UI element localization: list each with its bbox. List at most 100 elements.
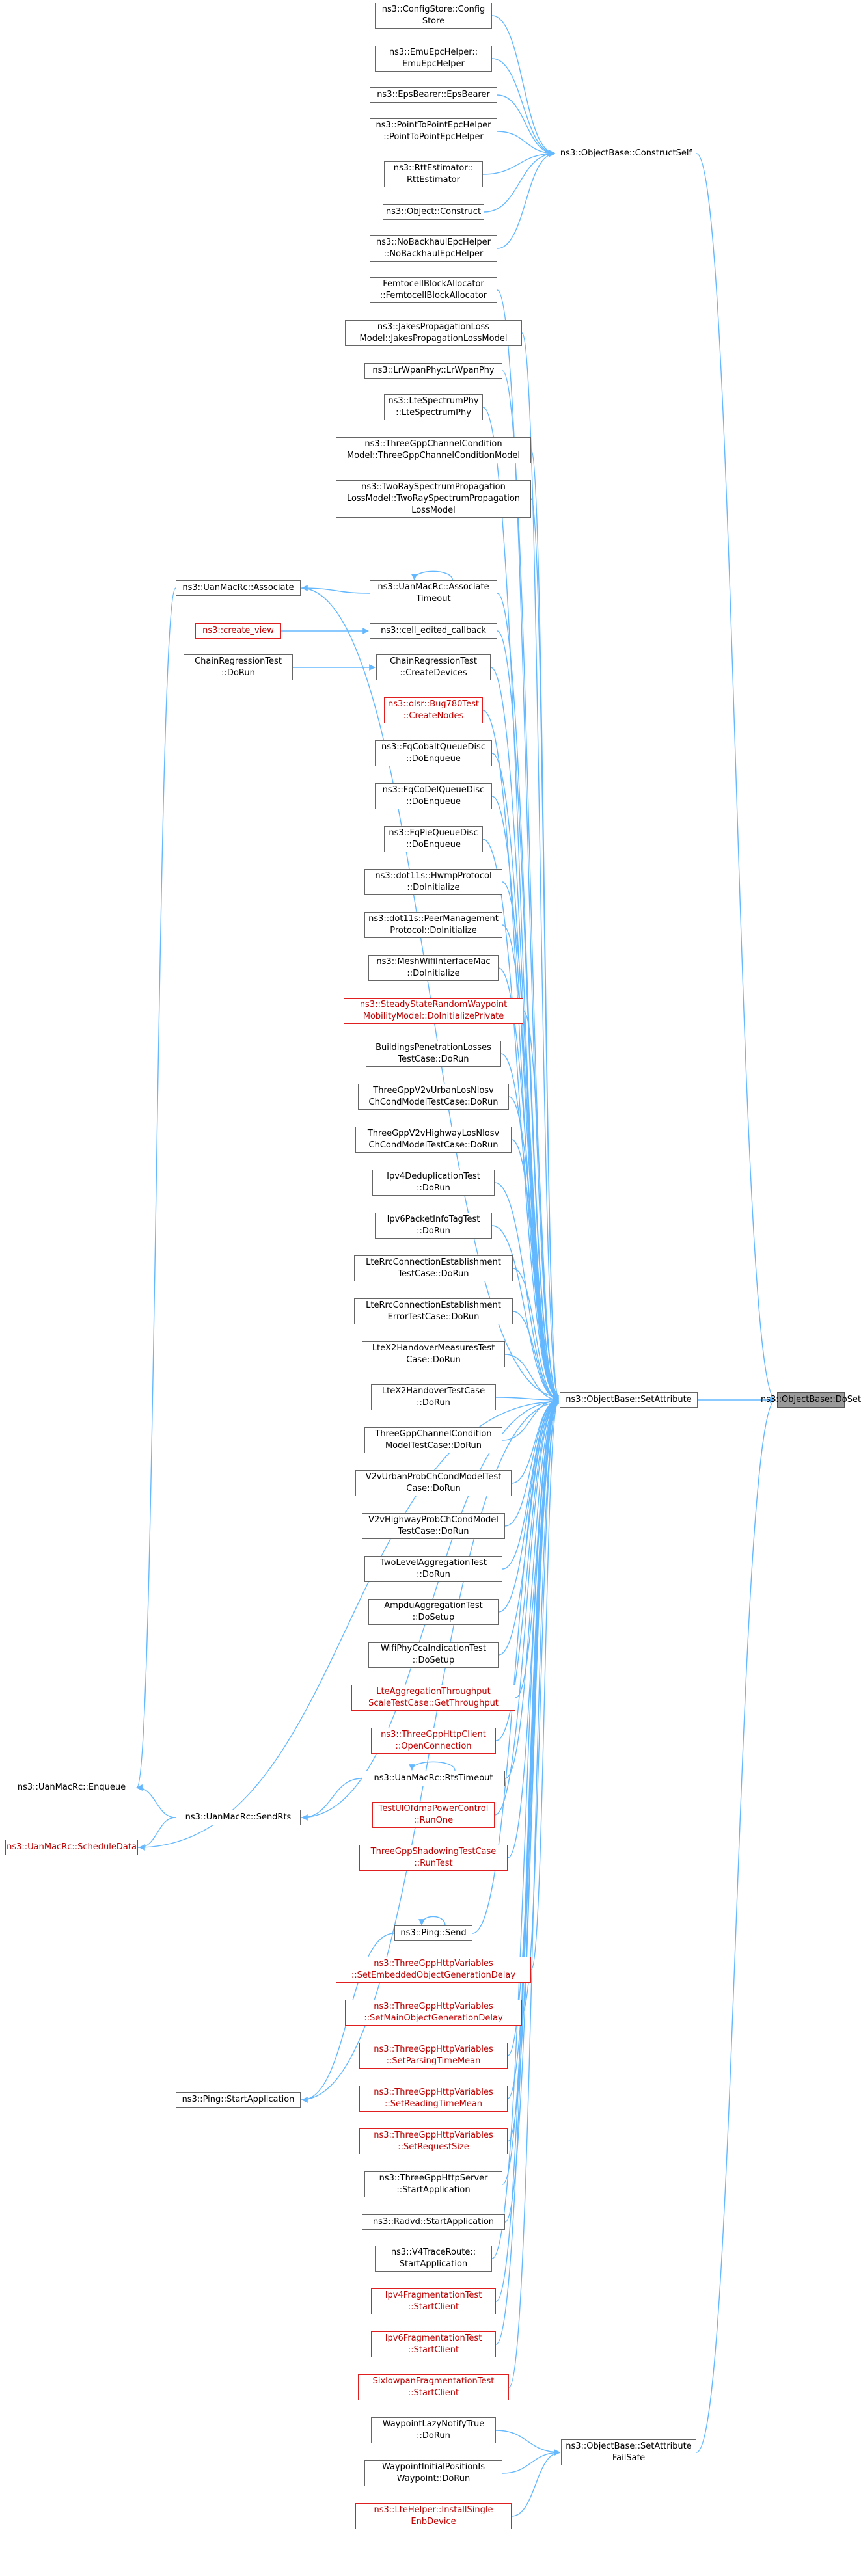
node-ampdu[interactable]: AmpduAggregationTest ::DoSetup [368,1599,499,1625]
node-lrwpan[interactable]: ns3::LrWpanPhy::LrWpanPhy [364,363,502,379]
node-epsbearer[interactable]: ns3::EpsBearer::EpsBearer [370,87,497,103]
node-httpmain[interactable]: ns3::ThreeGppHttpVariables ::SetMainObje… [345,2000,522,2026]
edge-setattrfs-to-doset [696,1397,776,2453]
node-pingstart[interactable]: ns3::Ping::StartApplication [176,2092,301,2108]
node-label: ns3::ThreeGppHttpServer ::StartApplicati… [379,2173,488,2195]
node-testul[interactable]: TestUlOfdmaPowerControl ::RunOne [372,1802,495,1828]
edge-peermgmt-to-setattr [502,924,559,1401]
node-waypointinit[interactable]: WaypointInitialPositionIs Waypoint::DoRu… [364,2460,502,2486]
edge-v4trace-to-setattr [491,1400,559,2259]
node-constructself[interactable]: ns3::ObjectBase::ConstructSelf [556,146,696,161]
node-lteaggr[interactable]: LteAggregationThroughput ScaleTestCase::… [351,1685,515,1711]
node-rtt[interactable]: ns3::RttEstimator:: RttEstimator [384,161,483,187]
node-label: ns3::MeshWifiInterfaceMac ::DoInitialize [376,957,491,978]
edge-rtstimeout-to-setattr [504,1398,559,1779]
node-fqcodel[interactable]: ns3::FqCoDelQueueDisc ::DoEnqueue [375,783,492,809]
node-label: V2vHighwayProbChCondModel TestCase::DoRu… [368,1515,499,1536]
edge-ampdu-to-setattr [498,1397,559,1613]
edge-celledited-to-setattr [497,630,559,1400]
node-lterrc[interactable]: LteRrcConnectionEstablishment TestCase::… [354,1255,513,1281]
node-fqcobalt[interactable]: ns3::FqCobaltQueueDisc ::DoEnqueue [375,740,492,766]
node-tgppchan[interactable]: ns3::ThreeGppChannelCondition Model::Thr… [336,437,531,463]
node-ltespec[interactable]: ns3::LteSpectrumPhy ::LteSpectrumPhy [384,394,483,420]
node-jakes[interactable]: ns3::JakesPropagationLoss Model::JakesPr… [345,320,522,346]
node-cfgstore[interactable]: ns3::ConfigStore::Config Store [375,3,492,29]
node-meshwifi[interactable]: ns3::MeshWifiInterfaceMac ::DoInitialize [368,955,499,981]
node-ipv6frag[interactable]: Ipv6FragmentationTest ::StartClient [371,2331,496,2357]
node-chaincreate[interactable]: ChainRegressionTest ::CreateDevices [376,654,491,680]
node-setattr[interactable]: ns3::ObjectBase::SetAttribute [560,1392,698,1408]
node-ltehelper[interactable]: ns3::LteHelper::InstallSingle EnbDevice [355,2503,512,2529]
node-p2pepc[interactable]: ns3::PointToPointEpcHelper ::PointToPoin… [370,118,497,144]
node-assoctimeout[interactable]: ns3::UanMacRc::Associate Timeout [370,580,497,606]
node-v2vhwprob[interactable]: V2vHighwayProbChCondModel TestCase::DoRu… [362,1513,505,1539]
node-pingsend[interactable]: ns3::Ping::Send [394,1925,472,1941]
node-ltex2[interactable]: LteX2HandoverTestCase ::DoRun [371,1384,496,1410]
node-scheduledata[interactable]: ns3::UanMacRc::ScheduleData [5,1840,138,1855]
node-label: V2vUrbanProbChCondModelTest Case::DoRun [365,1472,502,1494]
node-label: ns3::UanMacRc::Associate Timeout [377,582,489,604]
node-tgpphttpclient[interactable]: ns3::ThreeGppHttpClient ::OpenConnection [371,1728,496,1754]
edge-objconstruct-to-constructself [484,150,555,213]
node-label: FemtocellBlockAllocator ::FemtocellBlock… [379,279,487,301]
node-v2vurbprob[interactable]: V2vUrbanProbChCondModelTest Case::DoRun [355,1470,512,1496]
node-httpserver[interactable]: ns3::ThreeGppHttpServer ::StartApplicati… [364,2171,502,2197]
node-label: ns3::create_view [202,626,274,636]
node-fqpie[interactable]: ns3::FqPieQueueDisc ::DoEnqueue [384,826,483,852]
node-sixlowpan[interactable]: SixlowpanFragmentationTest ::StartClient [358,2374,509,2400]
node-label: ns3::ConfigStore::Config Store [381,5,485,26]
node-emuepc[interactable]: ns3::EmuEpcHelper:: EmuEpcHelper [375,46,492,72]
node-label: LteRrcConnectionEstablishment ErrorTestC… [366,1300,501,1322]
node-ipv4dedup[interactable]: Ipv4DeduplicationTest ::DoRun [372,1170,495,1196]
node-wifiphycca[interactable]: WifiPhyCcaIndicationTest ::DoSetup [368,1642,499,1668]
node-chaindorun[interactable]: ChainRegressionTest ::DoRun [184,654,293,680]
node-httpparsing[interactable]: ns3::ThreeGppHttpVariables ::SetParsingT… [359,2043,508,2069]
edge-nobackhaul-to-constructself [497,150,555,249]
node-hwmp[interactable]: ns3::dot11s::HwmpProtocol ::DoInitialize [364,869,502,895]
node-label: ns3::UanMacRc::Associate [182,583,294,593]
self-loop-assoctimeout [411,570,454,581]
node-createview[interactable]: ns3::create_view [195,623,281,639]
node-label: ns3::Ping::StartApplication [182,2095,295,2104]
node-label: ns3::PointToPointEpcHelper ::PointToPoin… [376,120,491,142]
node-objconstruct[interactable]: ns3::Object::Construct [383,204,484,220]
node-httpreqsize[interactable]: ns3::ThreeGppHttpVariables ::SetRequestS… [359,2128,508,2154]
edge-pingsend-to-setattr [472,1399,559,1934]
node-femto[interactable]: FemtocellBlockAllocator ::FemtocellBlock… [370,277,497,303]
node-tgppcond[interactable]: ThreeGppChannelCondition ModelTestCase::… [364,1427,502,1453]
node-ipv4frag[interactable]: Ipv4FragmentationTest ::StartClient [371,2288,496,2314]
node-label: LteRrcConnectionEstablishment TestCase::… [366,1257,501,1279]
node-tworay[interactable]: ns3::TwoRaySpectrumPropagation LossModel… [336,480,531,518]
node-label: ns3::Object::Construct [385,207,482,217]
node-httpreading[interactable]: ns3::ThreeGppHttpVariables ::SetReadingT… [359,2086,508,2112]
node-v2vhighway[interactable]: ThreeGppV2vHighwayLosNlosv ChCondModelTe… [355,1127,512,1153]
node-olsr[interactable]: ns3::olsr::Bug780Test ::CreateNodes [384,697,483,723]
edge-v2vhighway-to-setattr [511,1139,559,1402]
node-setattrfs[interactable]: ns3::ObjectBase::SetAttribute FailSafe [561,2439,696,2465]
node-associate[interactable]: ns3::UanMacRc::Associate [176,580,301,596]
node-nobackhaul[interactable]: ns3::NoBackhaulEpcHelper ::NoBackhaulEpc… [370,235,497,262]
node-celledited[interactable]: ns3::cell_edited_callback [370,623,497,639]
node-lterrcerr[interactable]: LteRrcConnectionEstablishment ErrorTestC… [354,1298,513,1324]
node-bldgpen[interactable]: BuildingsPenetrationLosses TestCase::DoR… [366,1041,501,1067]
node-peermgmt[interactable]: ns3::dot11s::PeerManagement Protocol::Do… [364,912,502,938]
node-rtstimeout[interactable]: ns3::UanMacRc::RtsTimeout [362,1771,505,1786]
node-ltex2meas[interactable]: LteX2HandoverMeasuresTest Case::DoRun [362,1341,505,1367]
node-steadystate[interactable]: ns3::SteadyStateRandomWaypoint MobilityM… [344,998,523,1024]
node-ipv6pkt[interactable]: Ipv6PacketInfoTagTest ::DoRun [375,1213,492,1239]
edge-ltehelper-to-setattrfs [511,2449,560,2517]
node-label: ns3::Ping::Send [400,1928,467,1938]
edge-emuepc-to-constructself [491,58,555,157]
node-enqueue[interactable]: ns3::UanMacRc::Enqueue [8,1780,135,1795]
node-label: ns3::olsr::Bug780Test ::CreateNodes [387,699,480,721]
node-waypointlazy[interactable]: WaypointLazyNotifyTrue ::DoRun [371,2417,496,2443]
node-v2vurban[interactable]: ThreeGppV2vUrbanLosNlosv ChCondModelTest… [358,1084,509,1110]
node-v4trace[interactable]: ns3::V4TraceRoute:: StartApplication [375,2246,492,2272]
node-radvd[interactable]: ns3::Radvd::StartApplication [362,2214,505,2230]
node-label: ns3::V4TraceRoute:: StartApplication [390,2247,476,2269]
node-twolevel[interactable]: TwoLevelAggregationTest ::DoRun [364,1556,502,1582]
node-httpembedded[interactable]: ns3::ThreeGppHttpVariables ::SetEmbedded… [336,1957,531,1983]
node-label: ns3::ThreeGppHttpClient ::OpenConnection [381,1730,486,1751]
node-sendrts[interactable]: ns3::UanMacRc::SendRts [176,1810,301,1825]
node-tgppshadow[interactable]: ThreeGppShadowingTestCase ::RunTest [359,1845,508,1871]
